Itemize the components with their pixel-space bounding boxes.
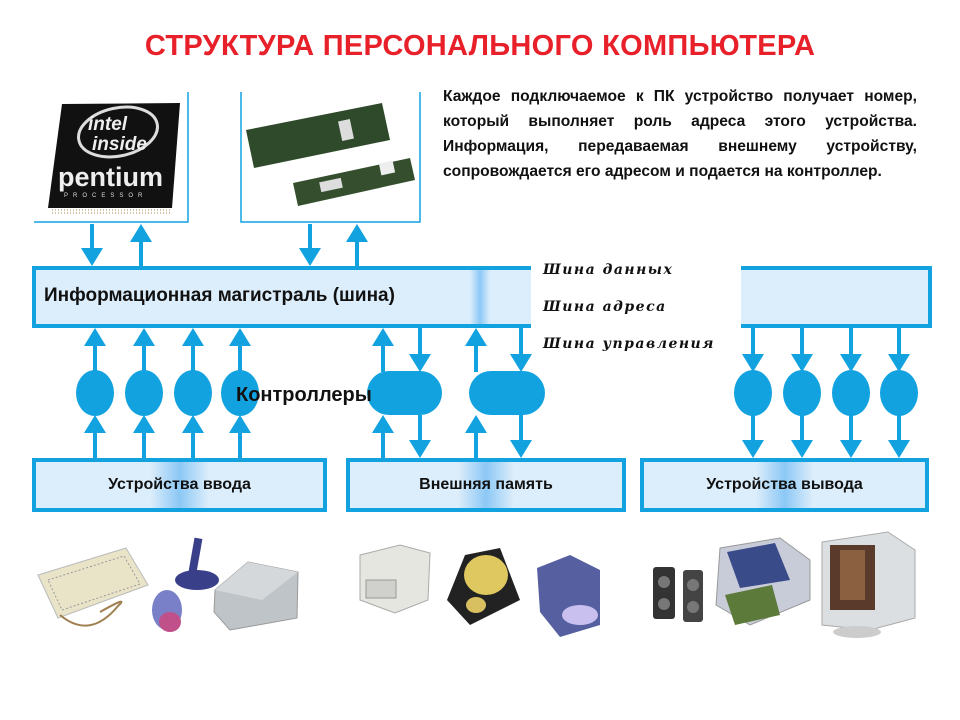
external-memory-box xyxy=(346,458,626,512)
bus-legend-gap xyxy=(531,262,741,332)
controller-circle xyxy=(880,370,918,416)
arrow-up-icon xyxy=(182,415,204,458)
arrow-down-icon xyxy=(299,224,321,266)
mouse-image xyxy=(152,590,182,632)
arrow-down-icon xyxy=(888,415,910,458)
printer-image xyxy=(715,537,811,626)
arrow-up-icon xyxy=(229,415,251,458)
arrow-down-icon xyxy=(742,415,764,458)
arrow-up-icon xyxy=(182,328,204,372)
arrow-down-icon xyxy=(81,224,103,266)
arrow-down-icon xyxy=(791,328,813,372)
hard-disk-image xyxy=(447,548,520,625)
arrow-down-icon xyxy=(840,415,862,458)
input-devices-label: Устройства ввода xyxy=(108,476,251,493)
monitor-image xyxy=(821,531,916,638)
description-text: Каждое подключаемое к ПК устройство полу… xyxy=(443,88,917,180)
arrow-down-icon xyxy=(510,328,532,372)
arrow-up-icon xyxy=(130,224,152,266)
keyboard-image xyxy=(37,547,149,627)
ram-image-frame xyxy=(240,92,421,223)
cd-drive-image xyxy=(537,555,600,637)
cpu-logo-processor: PROCESSOR xyxy=(64,193,147,199)
page-title: СТРУКТУРА ПЕРСОНАЛЬНОГО КОМПЬЮТЕРА xyxy=(144,30,816,62)
arrow-up-icon xyxy=(84,415,106,458)
cpu-logo-intel: intel xyxy=(88,114,128,135)
controller-pill xyxy=(367,371,442,415)
arrow-up-icon xyxy=(346,224,368,266)
joystick-image xyxy=(175,537,219,590)
speakers-image xyxy=(653,567,703,622)
controller-pill xyxy=(469,371,545,415)
arrow-down-icon xyxy=(409,328,431,372)
arrow-up-icon xyxy=(229,328,251,372)
arrow-up-icon xyxy=(84,328,106,372)
cpu-logo-pentium: pentium xyxy=(58,162,163,192)
controller-circle xyxy=(221,370,259,416)
floppy-drive-image xyxy=(359,544,431,614)
arrow-up-icon xyxy=(372,328,394,372)
cpu-logo-inside: inside xyxy=(92,134,147,155)
arrow-down-icon xyxy=(742,328,764,372)
external-memory-label: Внешняя память xyxy=(419,476,553,493)
arrow-up-icon xyxy=(133,328,155,372)
arrow-down-icon xyxy=(791,415,813,458)
output-devices-label: Устройства вывода xyxy=(706,476,863,493)
controller-circle xyxy=(832,370,870,416)
legend-control-bus: Шина управления xyxy=(543,336,715,352)
arrow-down-icon xyxy=(888,328,910,372)
controller-circle xyxy=(783,370,821,416)
arrow-up-icon xyxy=(372,415,394,458)
controller-circle xyxy=(174,370,212,416)
bus-label: Информационная магистраль (шина) xyxy=(44,285,395,306)
controller-circle xyxy=(125,370,163,416)
input-devices-box xyxy=(32,458,327,512)
controllers-label: Контроллеры xyxy=(236,384,372,406)
legend-address-bus: Шина адреса xyxy=(543,299,667,315)
arrow-down-icon xyxy=(840,328,862,372)
output-devices-box xyxy=(640,458,929,512)
arrow-up-icon xyxy=(133,415,155,458)
controller-circle xyxy=(734,370,772,416)
cpu-chip-image: intel inside pentium PROCESSOR xyxy=(48,103,180,214)
scanner-image xyxy=(213,561,299,631)
legend-data-bus: Шина данных xyxy=(543,262,674,278)
cpu-image-frame xyxy=(34,92,189,223)
controller-circle xyxy=(76,370,114,416)
ram-modules-image xyxy=(246,103,415,206)
arrow-up-icon xyxy=(465,415,487,458)
arrow-up-icon xyxy=(465,328,487,372)
arrow-down-icon xyxy=(510,415,532,458)
arrow-down-icon xyxy=(409,415,431,458)
